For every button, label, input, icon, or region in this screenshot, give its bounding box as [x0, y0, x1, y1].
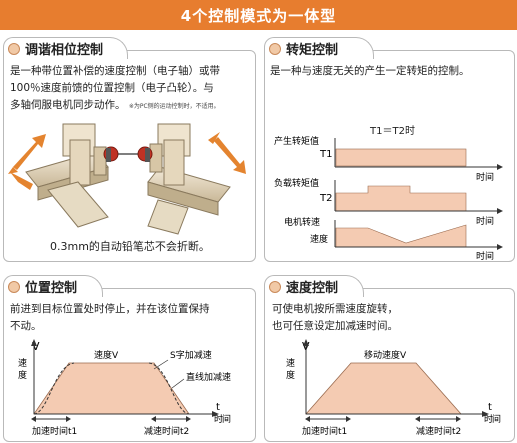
- position-y-label1: 速: [18, 358, 27, 369]
- sync-control-tab: 调谐相位控制: [3, 37, 128, 59]
- torque-condition: T1＝T2时: [369, 125, 415, 137]
- chart1-label: 产生转矩值: [274, 135, 319, 147]
- chart3-axis: 时间: [476, 250, 494, 260]
- decel-left-arrow-icon: [151, 416, 156, 422]
- speed-accel-left-arrow-icon: [305, 416, 310, 422]
- sync-control-panel: [3, 50, 256, 262]
- position-desc-line1: 前进到目标位置处时停止，并在该位置保持: [10, 303, 210, 315]
- generated-torque-area: [335, 148, 467, 167]
- chart3-axis-arrow-icon: [497, 244, 503, 250]
- speed-t-label1: 时: [484, 413, 493, 425]
- position-accel-label: 加速时间t1: [32, 425, 77, 437]
- linear-label: 直线加减速: [186, 371, 231, 383]
- chart1-level: T1: [319, 149, 332, 160]
- accel-right-arrow-icon: [66, 416, 71, 422]
- speed-speed-label: 移动速度V: [364, 349, 407, 361]
- decel-right-arrow-icon: [186, 416, 191, 422]
- speed-accel-right-arrow-icon: [346, 416, 351, 422]
- position-y-label2: 度: [18, 369, 27, 381]
- position-control-title: 位置控制: [25, 281, 78, 296]
- position-description: 前进到目标位置处时停止，并在该位置保持 不动。: [10, 301, 250, 335]
- speed-decel-right-arrow-icon: [456, 416, 461, 422]
- left-motion-arrow-icon: [8, 134, 46, 190]
- chart1-axis-arrow-icon: [497, 164, 503, 170]
- chart2-label: 负载转矩值: [274, 177, 319, 189]
- position-chart: V 速 度 速度V S字加减速 直线加减速 t 时 间 加速时间t1 减速时间t…: [18, 339, 231, 437]
- position-x-arrow-icon: [212, 411, 219, 417]
- bullet-icon: [8, 280, 20, 293]
- sync-control-description: 是一种带位置补偿的速度控制（电子轴）或带 100％速度前馈的位置控制（电子凸轮）…: [10, 63, 254, 115]
- chart1-axis: 时间: [476, 171, 494, 183]
- position-y-axis-label: V: [32, 340, 40, 353]
- speed-desc-line2: 也可任意设定加减速时间。: [272, 320, 398, 332]
- motor-speed-area: [335, 224, 467, 248]
- linear-leader: [171, 378, 185, 389]
- s-curve-leader: [153, 359, 169, 370]
- speed-accel-label: 加速时间t1: [302, 425, 347, 437]
- speed-x-arrow-icon: [482, 411, 489, 417]
- right-machine-icon: [137, 123, 231, 235]
- speed-control-title: 速度控制: [286, 281, 339, 296]
- banner-title: 4个控制模式为一体型: [180, 6, 337, 25]
- chart2-axis: 时间: [476, 215, 494, 227]
- sync-desc-line2: 100％速度前馈的位置控制（电子凸轮）。与: [10, 82, 214, 94]
- sync-caption: 0.3mm的自动铅笔芯不会折断。: [50, 240, 210, 253]
- s-curve-profile: [33, 362, 190, 415]
- speed-chart: V 速 度 移动速度V t 时 间 加速时间t1 减速时间t2: [286, 339, 501, 437]
- bullet-icon: [269, 42, 281, 55]
- chart2-axis-arrow-icon: [497, 208, 503, 214]
- speed-y-arrow-icon: [303, 339, 309, 346]
- chart3-label2: 速度: [310, 233, 328, 245]
- chart3-label1: 电机转速: [284, 216, 320, 228]
- sync-footnote: ※为PC侧的运动控制时，不适用。: [128, 103, 220, 110]
- position-speed-label: 速度V: [94, 349, 119, 361]
- speed-y-label1: 速: [286, 358, 295, 369]
- speed-t-axis-label: t: [488, 402, 492, 413]
- position-speed-profile: [33, 362, 190, 415]
- bullet-icon: [8, 42, 20, 55]
- s-curve-label: S字加减速: [170, 349, 212, 361]
- load-torque-area: [335, 185, 467, 212]
- speed-y-label2: 度: [286, 369, 295, 381]
- position-t-axis-label: t: [216, 402, 220, 413]
- torque-control-tab: 转矩控制: [264, 37, 374, 59]
- position-t-label1: 时: [214, 413, 223, 425]
- speed-profile: [305, 362, 462, 415]
- right-motion-arrow-icon: [208, 132, 246, 174]
- speed-t-label2: 间: [492, 413, 501, 425]
- speed-description: 可使电机按所需速度旋转， 也可任意设定加减速时间。: [272, 301, 507, 335]
- page-banner: 4个控制模式为一体型: [0, 0, 517, 30]
- speed-decel-label: 减速时间t2: [416, 425, 461, 437]
- position-desc-line2: 不动。: [10, 320, 42, 332]
- speed-control-tab: 速度控制: [264, 275, 364, 297]
- speed-desc-line1: 可使电机按所需速度旋转，: [272, 303, 398, 315]
- sync-control-title: 调谐相位控制: [25, 43, 104, 58]
- sync-desc-line3-row: 多轴伺服电机同步动作。 ※为PC侧的运动控制时，不适用。: [10, 97, 254, 115]
- sync-desc-line1: 是一种带位置补偿的速度控制（电子轴）或带: [10, 65, 220, 77]
- synchronized-machines-illustration: [8, 123, 246, 235]
- torque-description: 是一种与速度无关的产生一定转矩的控制。: [270, 65, 470, 77]
- sync-desc-line3: 多轴伺服电机同步动作。: [10, 99, 126, 111]
- position-y-arrow-icon: [31, 339, 37, 346]
- speed-decel-left-arrow-icon: [415, 416, 420, 422]
- torque-control-title: 转矩控制: [286, 43, 339, 58]
- chart2-level: T2: [319, 193, 332, 204]
- left-machine-icon: [25, 123, 119, 228]
- position-decel-label: 减速时间t2: [144, 425, 189, 437]
- accel-left-arrow-icon: [31, 416, 36, 422]
- position-t-label2: 间: [222, 413, 231, 425]
- bullet-icon: [269, 280, 281, 293]
- torque-charts: T1＝T2时 产生转矩值 T1 时间 负载转矩值 T2 时间 电机转速 速度 时…: [274, 125, 503, 260]
- position-control-tab: 位置控制: [3, 275, 103, 297]
